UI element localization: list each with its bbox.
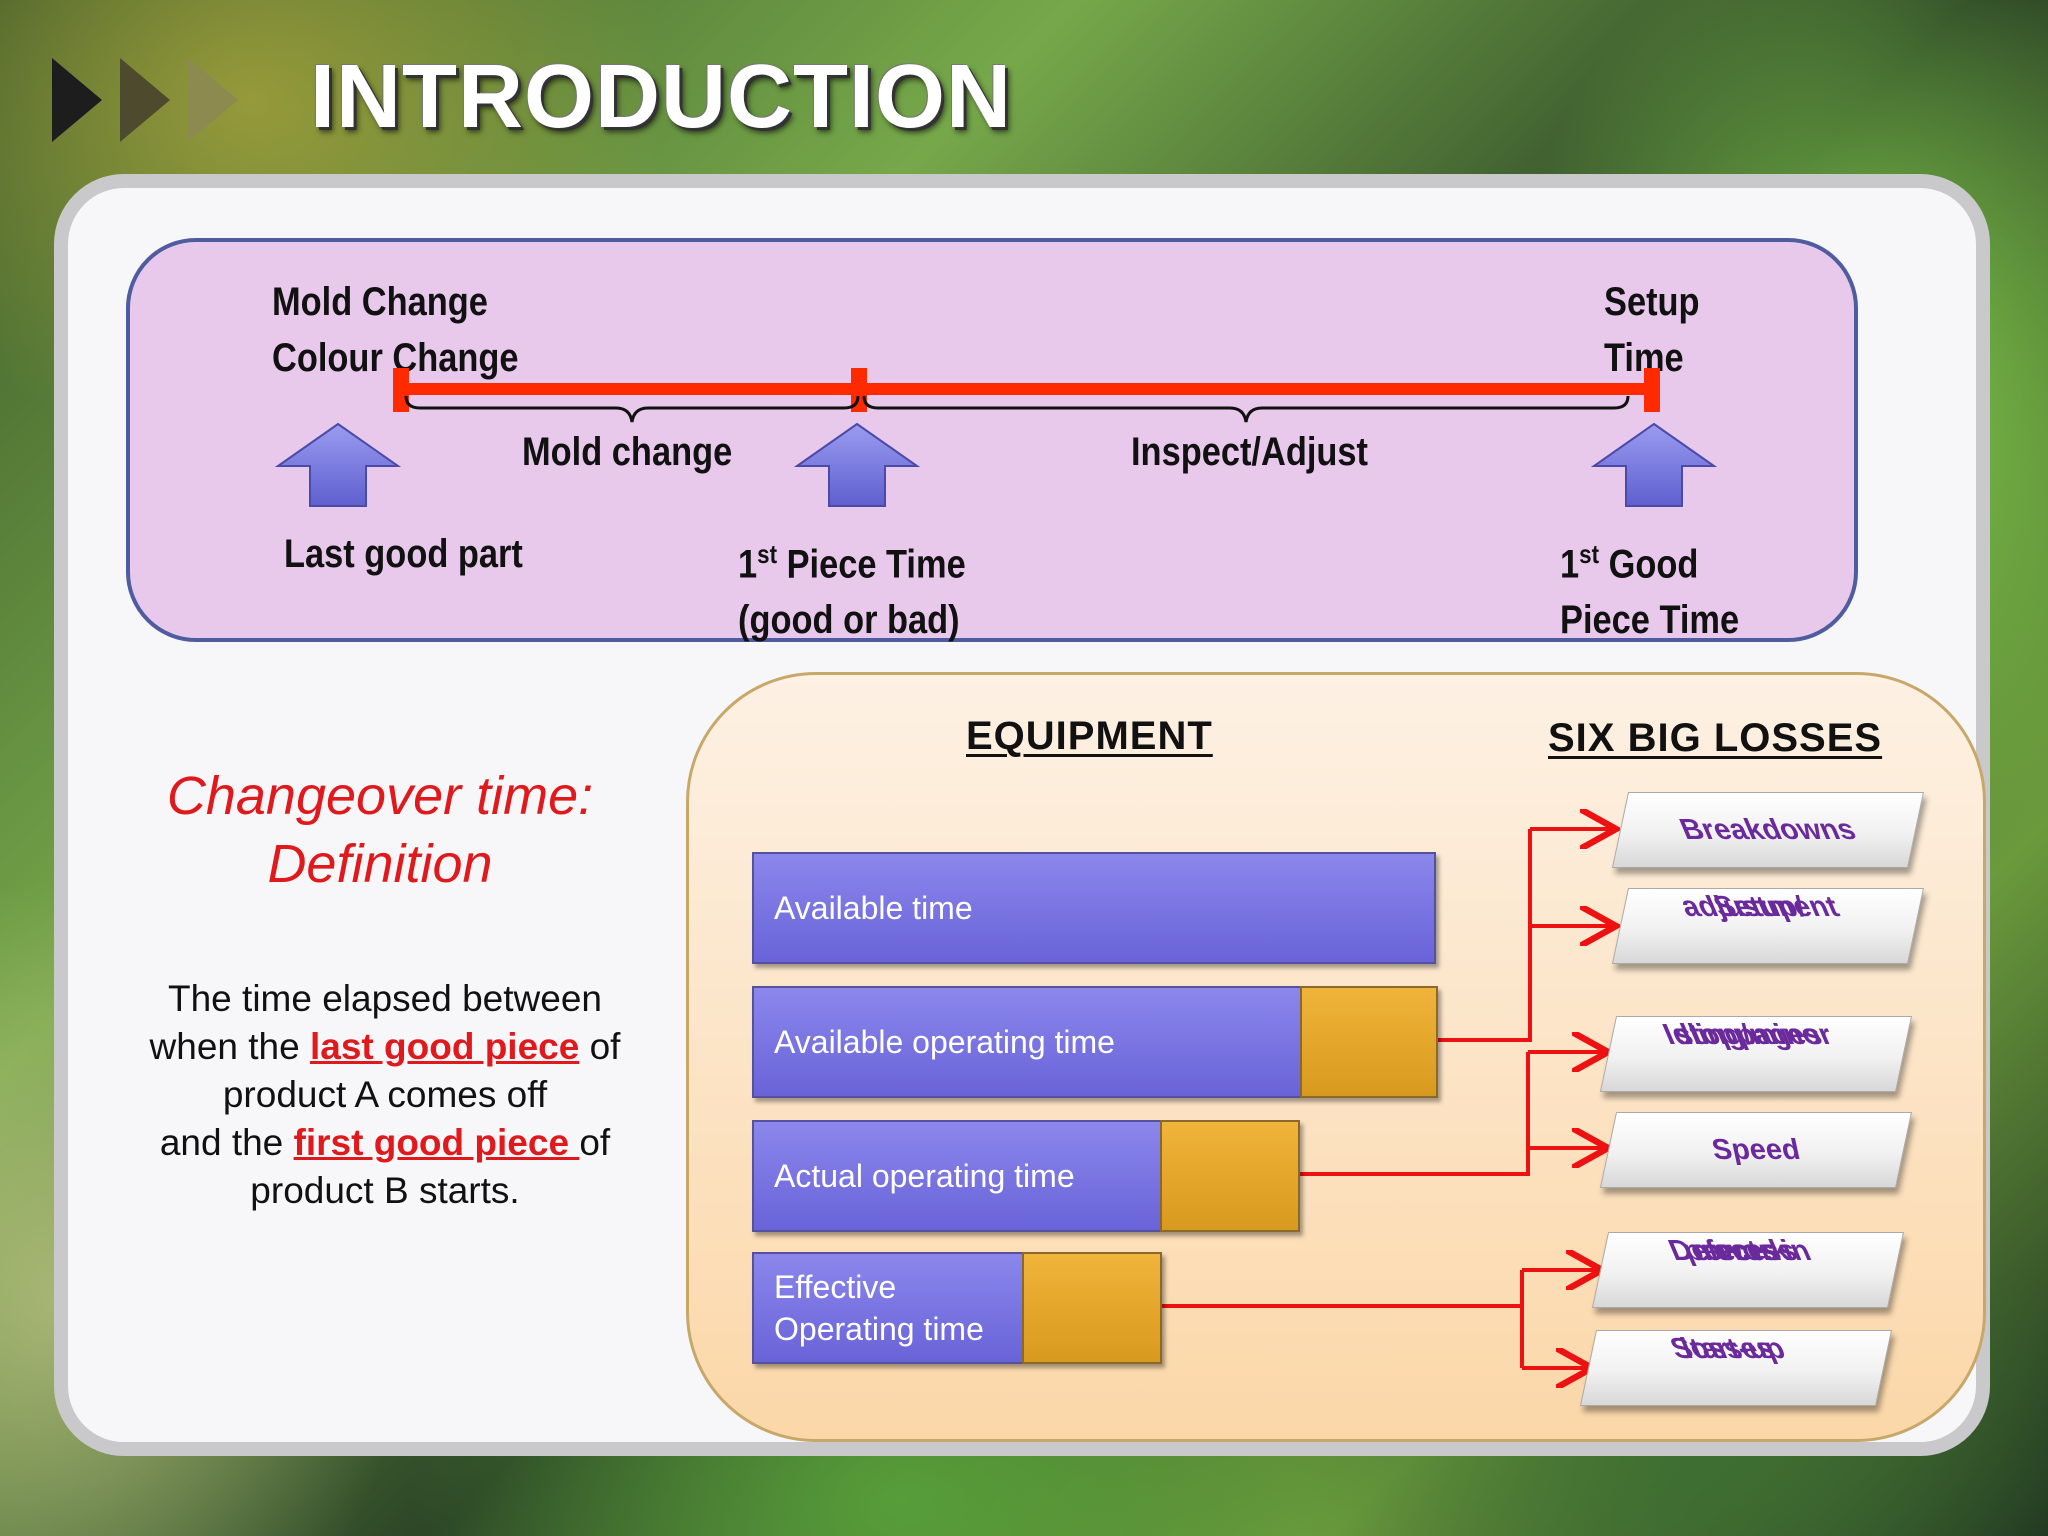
slide-title: INTRODUCTION <box>310 47 1012 147</box>
bar-actual-operating-time: Actual operating time <box>752 1120 1300 1232</box>
segment-inspect-adjust: Inspect/Adjust <box>1131 430 1369 474</box>
timeline-graphic <box>274 368 1718 507</box>
loss-setup-adjustment: Setup/adjustment <box>1611 888 1925 964</box>
connector-effective-operating <box>1162 1270 1524 1368</box>
tick-mid <box>851 368 867 412</box>
equipment-header: EQUIPMENT <box>966 714 1213 758</box>
segment-mold-change: Mold change <box>522 430 733 474</box>
marker-first-good-piece-time: 1st Good Piece Time <box>1560 539 1740 643</box>
mold-change-label: Mold Change Colour Change <box>272 280 519 380</box>
up-arrow-icon-2 <box>793 422 921 507</box>
brace-inspect-adjust <box>862 395 1630 423</box>
connector-available-operating <box>1438 829 1532 1042</box>
tick-end <box>1644 368 1660 412</box>
chevron-icon-3 <box>188 58 238 142</box>
bar-label: Available time <box>774 890 973 926</box>
chevron-icon-2 <box>120 58 170 142</box>
highlight-first-good-piece: first good piece <box>293 1122 580 1163</box>
bar-label: Available operating time <box>774 1024 1115 1060</box>
loss-speed: Speed <box>1599 1112 1913 1188</box>
six-big-losses-header: SIX BIG LOSSES <box>1548 716 1883 760</box>
up-arrow-icon-3 <box>1590 422 1718 507</box>
definition-text: The time elapsed between when the last g… <box>149 978 621 1211</box>
marker-last-good-part: Last good part <box>284 532 523 576</box>
tick-start <box>393 368 409 412</box>
definition-title: Changeover time: Definition <box>166 766 594 894</box>
bar-available-time: Available time <box>752 852 1436 964</box>
loss-segment <box>1300 986 1438 1098</box>
timeline-box <box>126 238 1858 642</box>
marker-first-piece-time: 1st Piece Time (good or bad) <box>738 539 966 643</box>
up-arrow-icon-1 <box>274 422 402 507</box>
connector-actual-operating <box>1300 1052 1530 1176</box>
brace-mold-change <box>404 395 860 423</box>
chevron-icon-1 <box>52 58 102 142</box>
bar-available-operating-time: Available operating time <box>752 986 1438 1098</box>
bar-label: Actual operating time <box>774 1158 1075 1194</box>
timeline-bar <box>398 383 1654 395</box>
setup-time-label: Setup Time <box>1604 280 1700 380</box>
loss-breakdowns: Breakdowns <box>1611 792 1925 868</box>
highlight-last-good-piece: last good piece <box>309 1026 580 1067</box>
loss-segment <box>1160 1120 1300 1232</box>
loss-segment <box>1022 1252 1162 1364</box>
